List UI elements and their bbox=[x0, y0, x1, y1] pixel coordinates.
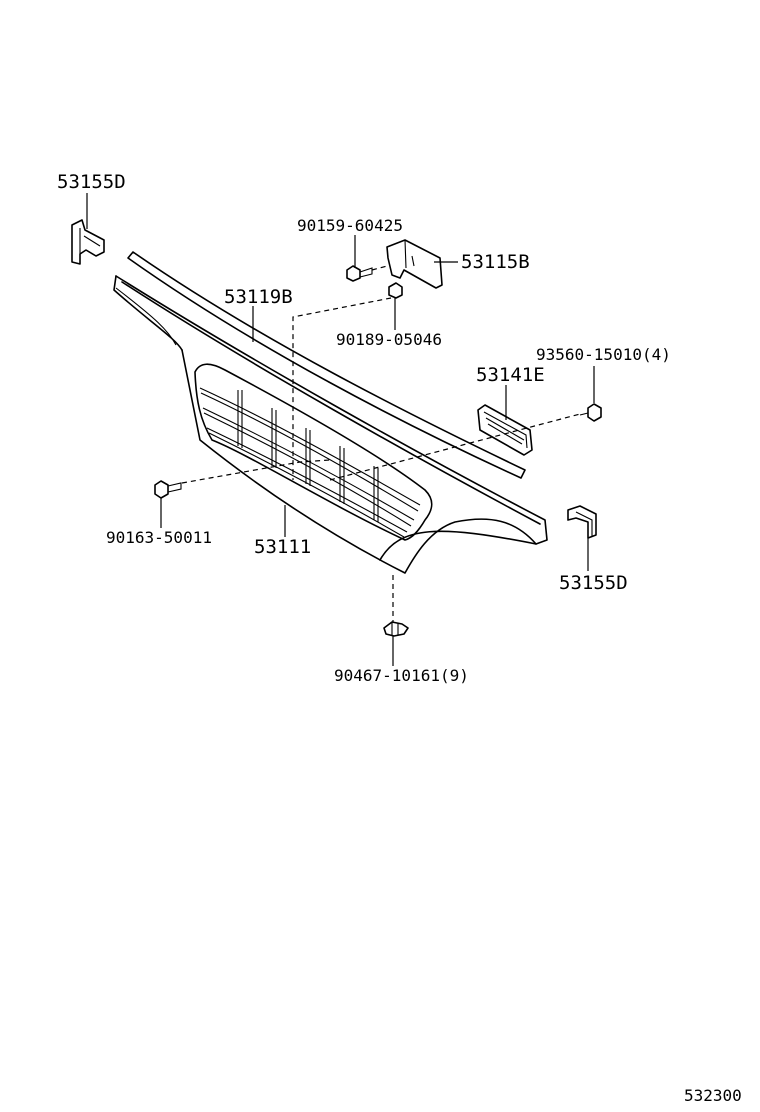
label-screw-left: 90163-50011 bbox=[106, 528, 212, 547]
label-moulding: 53119B bbox=[224, 286, 293, 308]
bolt-top bbox=[346, 265, 373, 282]
label-emblem: 53141E bbox=[476, 364, 545, 386]
screw-left bbox=[154, 480, 182, 499]
clip-bottom bbox=[383, 621, 409, 637]
nut bbox=[388, 282, 403, 299]
label-moulding-clip-right: 53155D bbox=[559, 572, 628, 594]
bracket bbox=[386, 239, 443, 289]
moulding-strip bbox=[127, 251, 526, 479]
emblem bbox=[477, 404, 533, 456]
label-bracket: 53115B bbox=[461, 251, 530, 273]
label-moulding-clip-left: 53155D bbox=[57, 171, 126, 193]
screw-right bbox=[579, 403, 602, 422]
moulding-clip-left bbox=[71, 219, 105, 265]
leader-lines bbox=[86, 193, 595, 666]
assembly-lines bbox=[181, 265, 581, 622]
label-nut: 90189-05046 bbox=[336, 330, 442, 349]
label-screw-right: 93560-15010(4) bbox=[536, 345, 671, 364]
moulding-clip-right bbox=[567, 505, 597, 539]
radiator-grille bbox=[113, 275, 548, 574]
figure-number: 532300 bbox=[684, 1086, 742, 1105]
label-clip-bottom: 90467-10161(9) bbox=[334, 666, 469, 685]
label-bolt-top: 90159-60425 bbox=[297, 216, 403, 235]
label-grille: 53111 bbox=[254, 536, 311, 558]
